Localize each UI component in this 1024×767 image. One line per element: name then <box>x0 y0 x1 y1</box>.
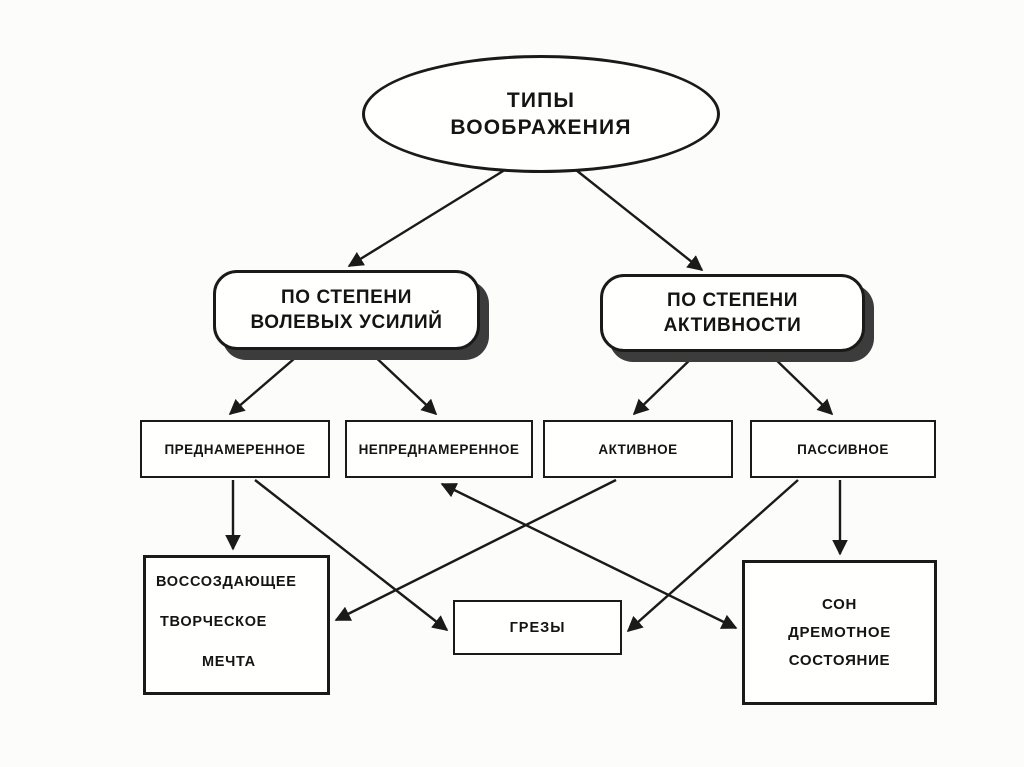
node-sleep-drowsy-state: СОН ДРЕМОТНОЕ СОСТОЯНИЕ <box>742 560 937 705</box>
arrow-activity-to-passive <box>769 353 834 416</box>
node-by-volitional-effort: ПО СТЕПЕНИ ВОЛЕВЫХ УСИЛИЙ <box>213 270 480 350</box>
arrow-deliberate-to-daydreams <box>254 479 449 631</box>
creative-label: ТВОРЧЕСКОЕ <box>160 614 268 630</box>
node-by-activity: ПО СТЕПЕНИ АКТИВНОСТИ <box>600 274 865 352</box>
daydreams-label: ГРЕЗЫ <box>509 619 566 636</box>
node-unintentional: НЕПРЕДНАМЕРЕННОЕ <box>345 420 533 478</box>
arrow-unintentional-to-sleep <box>440 482 738 630</box>
drowsy-label: ДРЕМОТНОЕ <box>788 623 891 641</box>
arrow-root-to-activity <box>575 169 704 271</box>
root-label-line1: ТИПЫ <box>506 89 576 112</box>
recreating-label: ВОССОЗДАЮЩЕЕ <box>156 574 297 590</box>
active-label: АКТИВНОЕ <box>598 441 678 457</box>
deliberate-label: ПРЕДНАМЕРЕННОЕ <box>164 441 306 457</box>
node-daydreams: ГРЕЗЫ <box>453 600 622 655</box>
sleep-label: СОН <box>821 595 858 613</box>
activity-label-line2: АКТИВНОСТИ <box>663 315 802 336</box>
arrow-root-to-volitional <box>347 166 509 268</box>
node-passive: ПАССИВНОЕ <box>750 420 936 478</box>
node-types-of-imagination: ТИПЫ ВООБРАЖЕНИЯ <box>362 55 720 173</box>
arrow-volitional-to-unintentional <box>369 351 438 416</box>
root-label-line2: ВООБРАЖЕНИЯ <box>450 116 632 139</box>
volitional-label-line2: ВОЛЕВЫХ УСИЛИЙ <box>250 312 443 333</box>
node-recreating-creative-dream: ВОССОЗДАЮЩЕЕ ТВОРЧЕСКОЕ МЕЧТА <box>143 555 330 695</box>
node-active: АКТИВНОЕ <box>543 420 733 478</box>
node-deliberate: ПРЕДНАМЕРЕННОЕ <box>140 420 330 478</box>
volitional-label-line1: ПО СТЕПЕНИ <box>281 287 412 308</box>
passive-label: ПАССИВНОЕ <box>797 441 889 457</box>
state-label: СОСТОЯНИЕ <box>788 651 891 669</box>
unintentional-label: НЕПРЕДНАМЕРЕННОЕ <box>358 441 520 457</box>
arrow-volitional-to-deliberate <box>228 351 303 416</box>
arrow-activity-to-active <box>632 353 697 416</box>
dream-label: МЕЧТА <box>202 654 256 670</box>
activity-label-line1: ПО СТЕПЕНИ <box>667 290 798 311</box>
